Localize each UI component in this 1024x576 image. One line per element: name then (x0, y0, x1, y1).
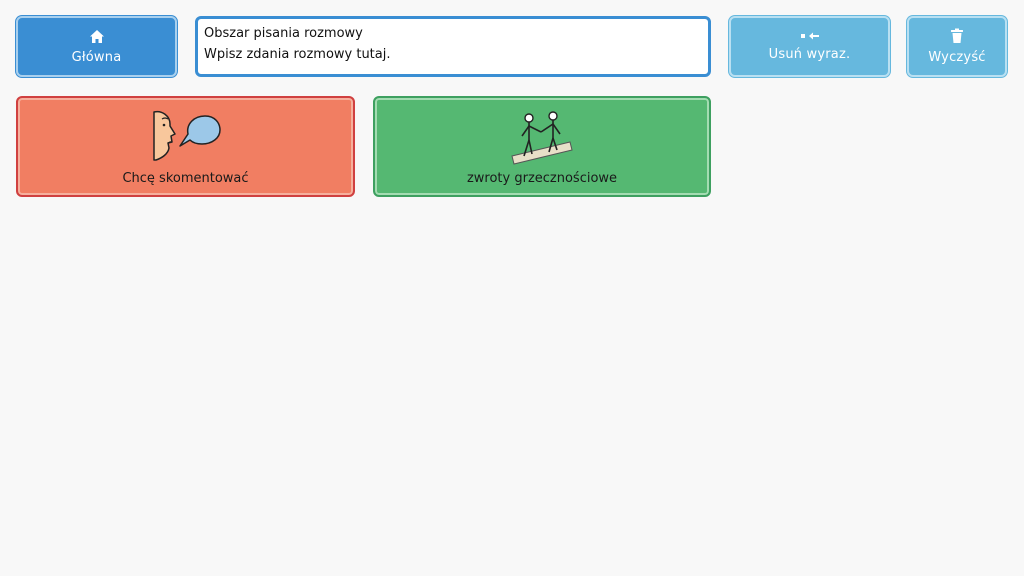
message-area-title: Obszar pisania rozmowy (204, 26, 363, 41)
home-icon (89, 29, 104, 43)
tile-comment-label: Chcę skomentować (122, 171, 249, 186)
clear-button[interactable]: Wyczyść (907, 16, 1007, 77)
backspace-icon (800, 32, 819, 40)
home-button-label: Główna (71, 49, 122, 65)
handshake-people-icon (511, 111, 573, 165)
message-area[interactable]: Obszar pisania rozmowy Wpisz zdania rozm… (195, 16, 711, 77)
home-button[interactable]: Główna (16, 16, 177, 77)
delete-word-button[interactable]: Usuń wyraz. (729, 16, 890, 77)
speaking-face-icon (152, 110, 221, 161)
tile-polite-phrases[interactable]: zwroty grzecznościowe (373, 96, 711, 197)
message-area-placeholder: Wpisz zdania rozmowy tutaj. (204, 47, 391, 62)
trash-icon (951, 28, 963, 43)
tile-polite-phrases-label: zwroty grzecznościowe (466, 171, 618, 186)
tile-comment[interactable]: Chcę skomentować (16, 96, 355, 197)
clear-label: Wyczyść (928, 50, 986, 65)
delete-word-label: Usuń wyraz. (768, 47, 851, 62)
